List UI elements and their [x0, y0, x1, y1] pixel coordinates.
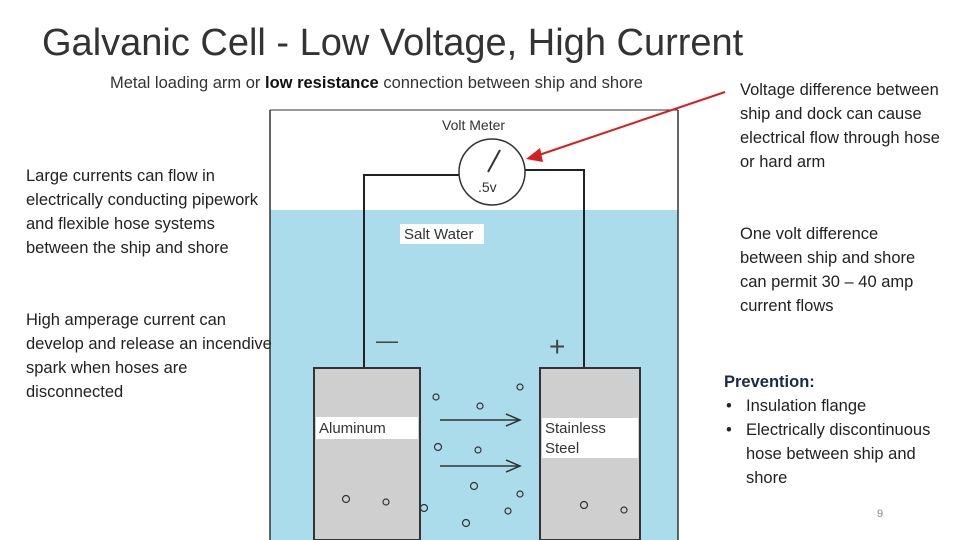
page-number: 9 — [877, 508, 884, 520]
volt-meter-dial — [458, 138, 526, 206]
aluminum-electrode — [313, 367, 421, 540]
right-paragraph-2: One volt difference between ship and sho… — [740, 225, 916, 315]
prevention-heading: Prevention: — [724, 373, 815, 391]
volt-meter-needle — [487, 149, 501, 173]
right-paragraph-1: Voltage difference between ship and dock… — [740, 81, 940, 171]
caption-part-2: connection between ship and shore — [378, 74, 643, 92]
left-paragraph-2: High amperage current can develop and re… — [26, 311, 272, 401]
prevention-item-insulation-flange: Insulation flange — [726, 394, 934, 418]
callout-arrow-head — [526, 148, 543, 162]
caption-part-1: Metal loading arm or — [110, 74, 265, 92]
aluminum-label: Aluminum — [319, 420, 386, 437]
prevention-item-discontinuous-hose: Electrically discontinuous hose between … — [726, 418, 934, 490]
volt-meter-label: Volt Meter — [442, 117, 505, 133]
prevention-list: Insulation flange Electrically discontin… — [724, 394, 934, 490]
caption-bold: low resistance — [265, 74, 379, 92]
negative-sign: — — [376, 328, 398, 353]
left-paragraph-1: Large currents can flow in electrically … — [26, 167, 259, 257]
stainless-label-line-1: Stainless — [545, 420, 606, 437]
prevention-block: Prevention: Insulation flange Electrical… — [724, 370, 934, 490]
diagram-caption: Metal loading arm or low resistance conn… — [110, 74, 643, 93]
volt-meter-reading: .5v — [478, 179, 497, 195]
wire-positive — [524, 169, 585, 370]
ion-bubbles — [341, 383, 628, 528]
positive-sign: + — [549, 331, 565, 362]
current-arrow-lower — [440, 459, 522, 473]
stainless-label-line-2: Steel — [545, 440, 579, 457]
salt-water-label: Salt Water — [404, 226, 473, 243]
callout-arrow-line — [535, 91, 726, 157]
wire-negative — [363, 174, 460, 370]
current-arrow-upper — [440, 413, 522, 427]
salt-water-label-box — [400, 224, 484, 244]
slide-title: Galvanic Cell - Low Voltage, High Curren… — [42, 22, 744, 64]
stainless-label-box — [542, 418, 638, 458]
aluminum-label-box — [316, 417, 418, 439]
